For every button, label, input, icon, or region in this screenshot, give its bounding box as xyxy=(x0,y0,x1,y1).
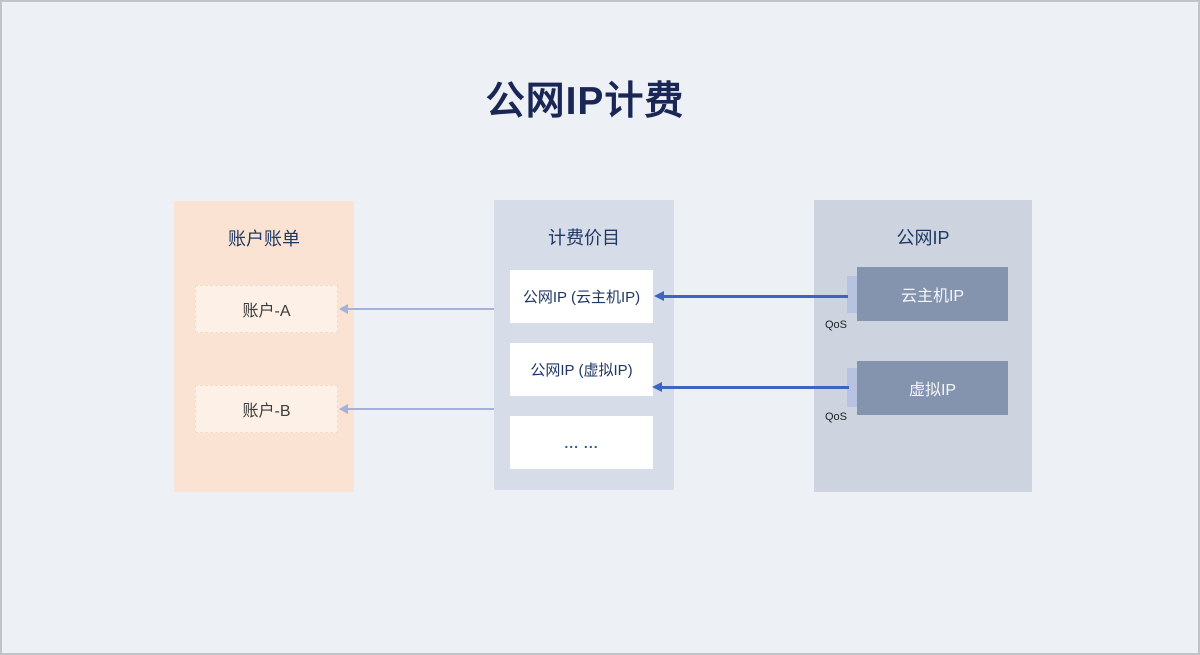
public-ip-panel: 公网IP 云主机IP QoS 虚拟IP QoS xyxy=(814,200,1032,492)
arrow-virtual-ip-to-pricing xyxy=(652,382,849,392)
virtual-ip-qos-label: QoS xyxy=(825,411,848,423)
public-ip-panel-title: 公网IP xyxy=(896,228,950,248)
account-a-box: 账户-A xyxy=(195,285,338,333)
account-panel-title: 账户账单 xyxy=(228,229,300,249)
arrowhead-left-icon xyxy=(339,404,348,414)
cloud-host-ip-qos-tab xyxy=(847,276,857,313)
diagram-title: 公网IP计费 xyxy=(485,80,685,123)
virtual-ip-qos-tab xyxy=(847,368,857,407)
pricing-cloud-host-ip-label: 公网IP (云主机IP) xyxy=(522,289,641,306)
arrowhead-left-icon xyxy=(652,382,662,392)
pricing-cloud-host-ip-box: 公网IP (云主机IP) xyxy=(510,270,653,323)
arrow-cloud-host-ip-to-pricing xyxy=(654,291,848,301)
cloud-host-ip-qos-label: QoS xyxy=(825,319,848,331)
arrowhead-left-icon xyxy=(339,304,348,314)
arrow-pricing-to-account-a xyxy=(339,304,494,314)
virtual-ip-label: 虚拟IP xyxy=(908,382,957,399)
arrow-shaft xyxy=(347,408,494,410)
cloud-host-ip-box: 云主机IP xyxy=(857,267,1008,321)
pricing-panel-title: 计费价目 xyxy=(548,228,620,248)
cloud-host-ip-label: 云主机IP xyxy=(900,288,965,305)
pricing-panel: 计费价目 公网IP (云主机IP) 公网IP (虚拟IP) ... ... xyxy=(494,200,674,490)
pricing-virtual-ip-box: 公网IP (虚拟IP) xyxy=(510,343,653,396)
arrow-pricing-to-account-b xyxy=(339,404,494,414)
pricing-virtual-ip-label: 公网IP (虚拟IP) xyxy=(530,362,633,379)
virtual-ip-box: 虚拟IP xyxy=(857,361,1008,415)
arrow-shaft xyxy=(662,295,848,298)
account-b-box: 账户-B xyxy=(195,385,338,433)
pricing-ellipsis-box: ... ... xyxy=(510,416,653,469)
arrow-shaft xyxy=(660,386,849,389)
arrow-shaft xyxy=(347,308,494,310)
account-b-label: 账户-B xyxy=(242,403,291,420)
pricing-ellipsis-label: ... ... xyxy=(564,434,599,451)
arrowhead-left-icon xyxy=(654,291,664,301)
account-a-label: 账户-A xyxy=(242,303,291,320)
account-bill-panel: 账户账单 账户-A 账户-B xyxy=(174,201,354,492)
